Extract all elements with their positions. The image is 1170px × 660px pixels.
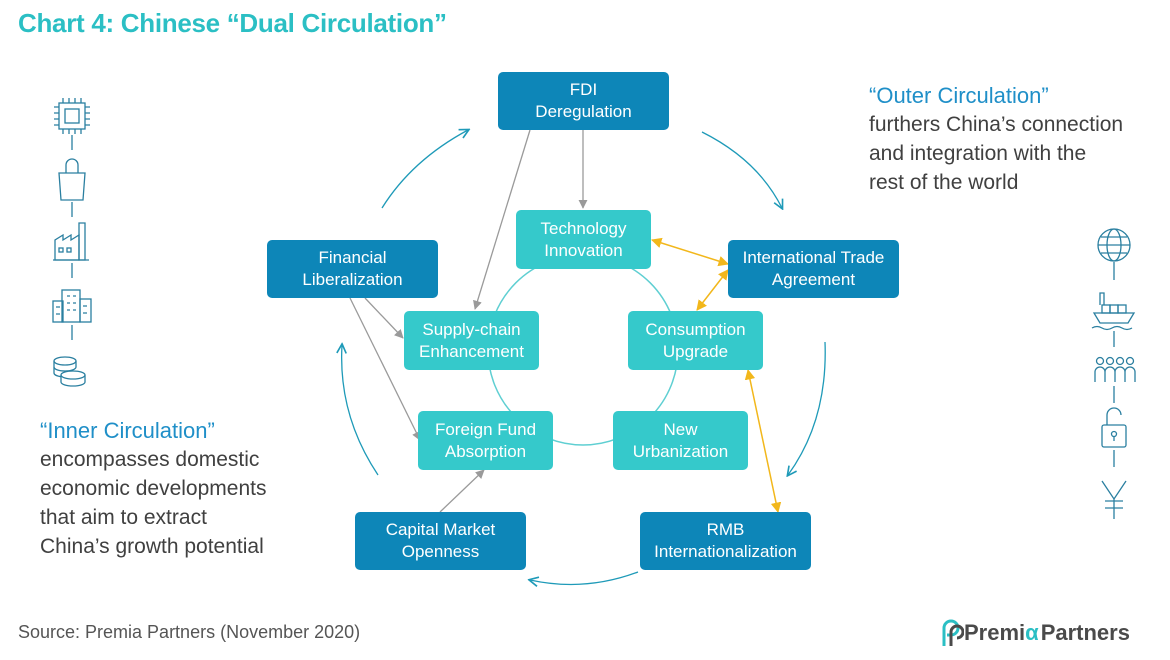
outer-circulation-text: “Outer Circulation” furthers China’s con… xyxy=(869,81,1123,197)
unlock-icon xyxy=(1101,407,1127,448)
gold-arrow-tech-trade xyxy=(650,237,730,267)
left-icon-column xyxy=(52,98,92,387)
chip-icon xyxy=(54,98,90,134)
outer-arrow-5 xyxy=(342,345,379,476)
box-technology-innovation: Technology Innovation xyxy=(516,210,651,269)
gray-arrow-cap-foreign xyxy=(439,469,485,513)
box-international-trade-agreement: International Trade Agreement xyxy=(728,240,899,298)
chart-title: Chart 4: Chinese “Dual Circulation” xyxy=(18,8,447,38)
box-rmb-internationalization: RMB Internationalization xyxy=(640,512,811,570)
shopping-bag-icon xyxy=(58,158,86,201)
coins-icon xyxy=(53,356,86,387)
inner-circulation-text: “Inner Circulation” encompasses domestic… xyxy=(40,416,266,561)
globe-icon xyxy=(1097,228,1131,262)
outer-arrow-3 xyxy=(788,341,826,475)
logo-mark-icon xyxy=(942,619,964,646)
box-capital-market-openness: Capital Market Openness xyxy=(355,512,526,570)
gray-arrow-fin-foreign xyxy=(349,297,421,441)
box-consumption-upgrade: Consumption Upgrade xyxy=(628,311,763,370)
box-fdi-deregulation: FDI Deregulation xyxy=(498,72,669,130)
gray-arrow-fdi-supply xyxy=(473,129,531,310)
box-foreign-fund-absorption: Foreign Fund Absorption xyxy=(418,411,553,470)
yen-icon xyxy=(1101,480,1127,519)
buildings-icon xyxy=(52,289,92,323)
box-supply-chain-enhancement: Supply-chain Enhancement xyxy=(404,311,539,370)
outer-arrow-4 xyxy=(530,571,639,585)
outer-circulation-body: furthers China’s connection and integrat… xyxy=(869,113,1124,194)
gray-arrow-fin-supply xyxy=(364,297,404,339)
box-new-urbanization: New Urbanization xyxy=(613,411,748,470)
inner-circulation-body: encompasses domestic economic developmen… xyxy=(40,448,267,558)
people-icon xyxy=(1094,356,1136,382)
gold-arrow-consumption-rmb xyxy=(744,368,782,514)
outer-arrow-1 xyxy=(381,130,468,209)
logo-text-prefix: Premi xyxy=(964,620,1026,645)
logo-text-alpha: α xyxy=(1025,620,1039,645)
gold-arrow-trade-consumption xyxy=(696,269,729,311)
source-note: Source: Premia Partners (November 2020) xyxy=(18,622,361,642)
logo-text-suffix: Partners xyxy=(1040,620,1130,645)
outer-arrow-2 xyxy=(701,131,782,208)
box-financial-liberalization: Financial Liberalization xyxy=(267,240,438,298)
inner-circulation-heading: “Inner Circulation” xyxy=(40,418,215,443)
outer-circulation-heading: “Outer Circulation” xyxy=(869,83,1049,108)
factory-icon xyxy=(53,222,89,261)
cargo-ship-icon xyxy=(1091,292,1136,331)
right-icon-column xyxy=(1091,228,1136,519)
